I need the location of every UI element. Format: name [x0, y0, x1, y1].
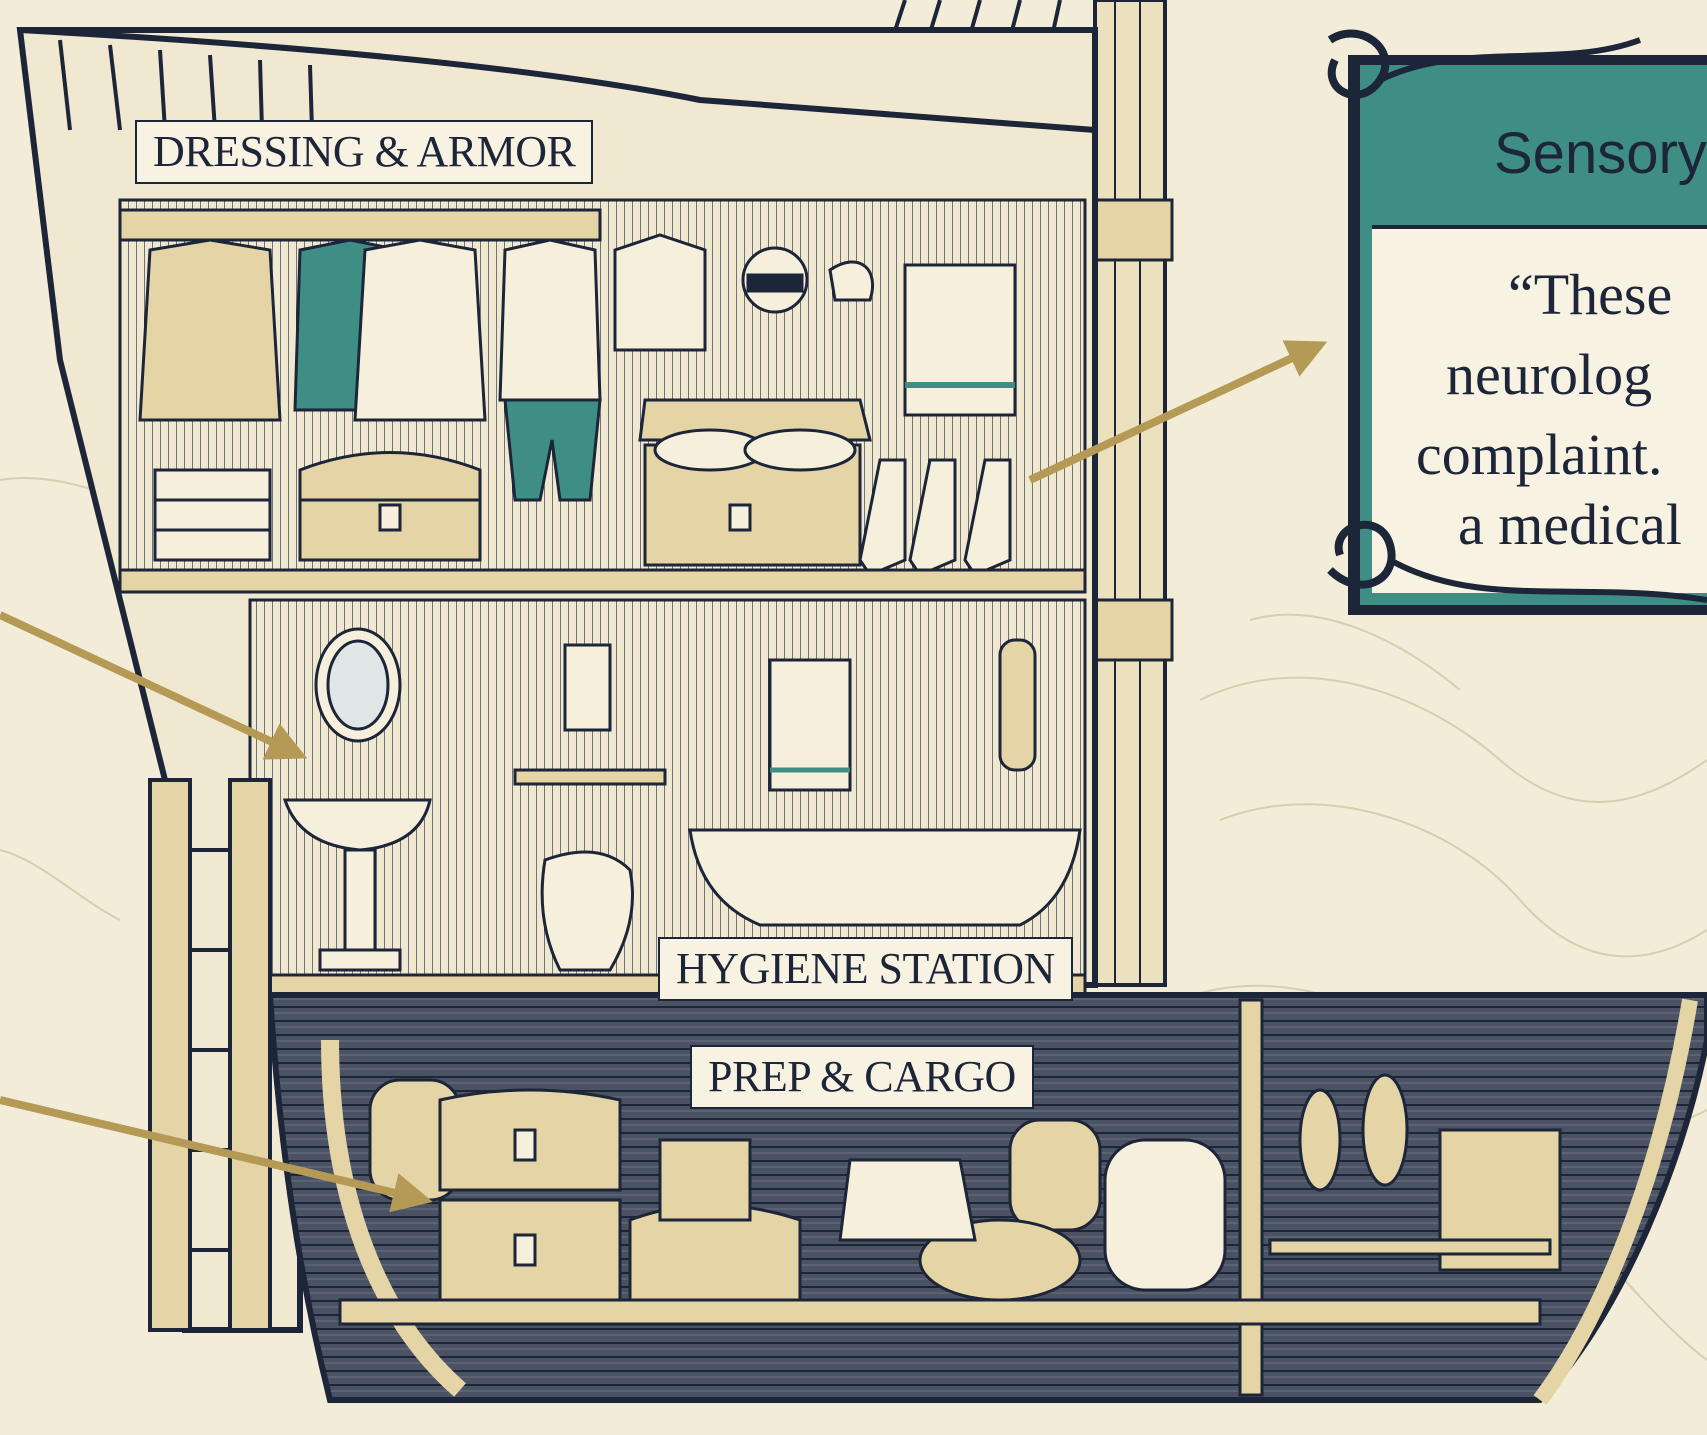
cargo-floor	[338, 1298, 1542, 1326]
section-label-cargo: PREP & CARGO	[690, 1045, 1034, 1109]
dressing-deck-floor	[118, 568, 1087, 594]
coat-rack	[118, 208, 602, 242]
note-card-line-2: neurolog	[1446, 342, 1653, 407]
cargo-items	[368, 1073, 1562, 1302]
note-card-title: Sensory	[1494, 121, 1707, 186]
callout-arrows	[0, 340, 1328, 1213]
note-card-line-3: complaint.	[1416, 422, 1663, 487]
stern-railing	[58, 39, 314, 131]
section-label-dressing: DRESSING & ARMOR	[135, 120, 594, 184]
dressing-chests	[153, 398, 1012, 577]
hygiene-fixtures	[282, 627, 1082, 972]
note-card-line-1: “These	[1508, 262, 1673, 327]
section-label-hygiene: HYGIENE STATION	[658, 937, 1073, 1001]
hanging-garments	[138, 233, 1017, 502]
note-card-frame	[1327, 29, 1707, 615]
note-card-line-4: a medical	[1458, 492, 1682, 557]
